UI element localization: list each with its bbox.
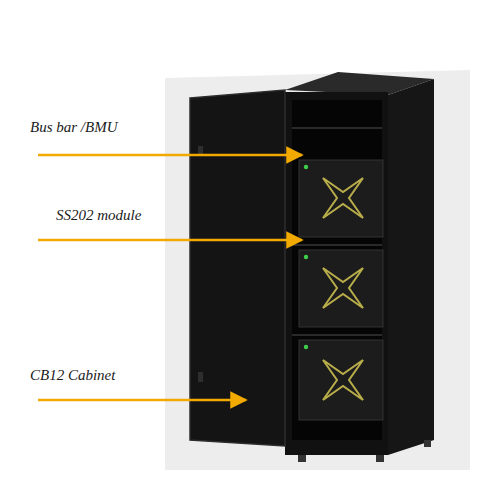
- cabinet-side: [388, 79, 434, 455]
- cabinet-foot: [298, 455, 306, 462]
- leader-arrow: [38, 239, 302, 242]
- cabinet-foot: [424, 440, 431, 447]
- callout-label: Bus bar /BMU: [30, 118, 118, 136]
- x-logo: [323, 178, 363, 218]
- status-led: [304, 345, 308, 349]
- cabinet-foot: [376, 455, 384, 462]
- busbar-shelf: [292, 127, 382, 129]
- module: [299, 340, 383, 420]
- module: [299, 160, 383, 237]
- callout-label: SS202 module: [56, 206, 141, 224]
- shelf: [292, 244, 382, 246]
- status-led: [304, 255, 308, 259]
- callout-label: CB12 Cabinet: [30, 366, 115, 384]
- shelf: [292, 334, 382, 336]
- x-logo: [323, 360, 363, 400]
- leader-arrow: [38, 399, 246, 402]
- x-logo: [323, 268, 363, 308]
- module-case: [299, 250, 383, 327]
- module-case: [299, 340, 383, 420]
- cabinet-interior: [292, 100, 382, 440]
- leader-arrow: [38, 154, 302, 157]
- module-case: [299, 160, 383, 237]
- module: [299, 250, 383, 327]
- cabinet-front: [285, 92, 388, 455]
- backdrop-panel: [165, 70, 470, 470]
- door-hinge: [198, 372, 203, 382]
- cabinet-door: [190, 90, 285, 446]
- status-led: [304, 165, 308, 169]
